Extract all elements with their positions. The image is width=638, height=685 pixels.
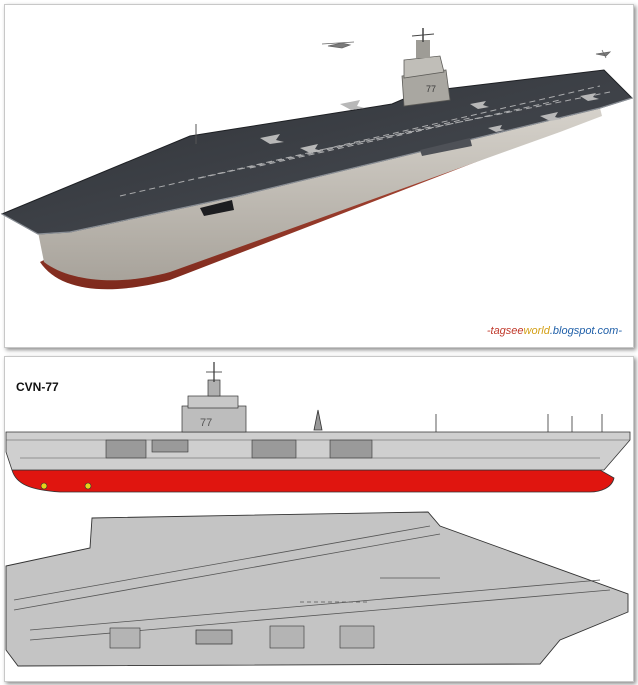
render-hull-side [38,108,602,281]
profile-hull-red [11,469,615,493]
render-island: 77 [401,28,451,107]
watermark-part-b: world [523,325,550,337]
hull-designation-label: CVN-77 [16,380,59,394]
carrier-side-profile: 77 [5,362,631,493]
carrier-render: 77 [0,28,633,290]
watermark-part-c: .blogspot.com- [549,325,622,337]
carrier-plan-view [5,511,629,667]
helicopter-icon [321,41,355,49]
watermark: -tagseeworld.blogspot.com- [487,325,622,337]
profile-island-number: 77 [200,417,212,429]
watermark-part-a: -tagsee [486,325,524,337]
plan-flight-deck [5,511,629,667]
render-deck-aircraft [260,93,599,153]
render-island-number: 77 [426,84,436,94]
profile-island: 77 [181,362,247,433]
jet-icon [595,49,612,59]
profile-hull-grey [5,431,631,471]
